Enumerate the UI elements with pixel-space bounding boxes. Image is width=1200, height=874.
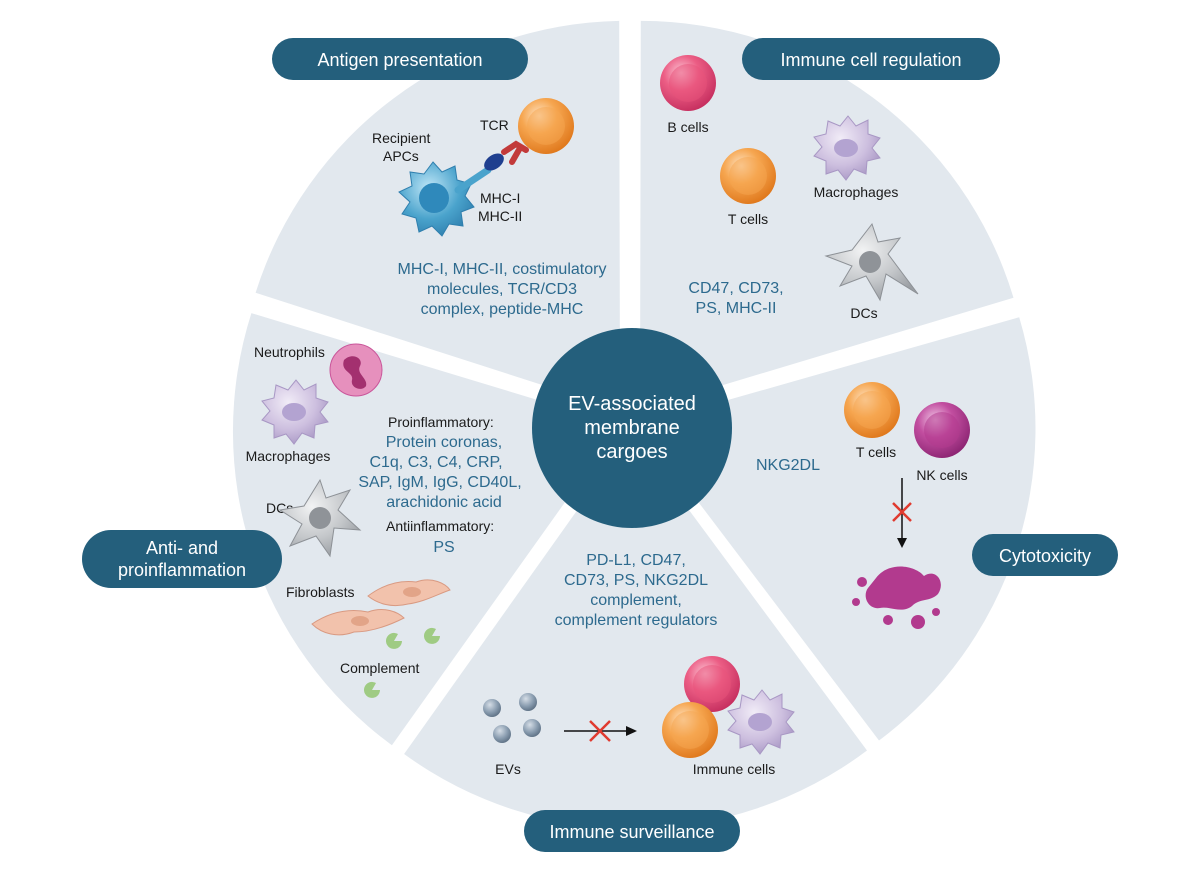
mhc1-label: MHC-I [480,190,520,206]
section-antigen-presentation: Recipient APCs TCR MHC-I MHC-II MHC-I, M… [372,98,606,318]
t-cell-icon [720,148,776,204]
b-cell-icon [660,55,716,111]
dcs-label: DCs [850,305,877,321]
section-immune-cell-regulation: B cells T cells Macrophages DCs CD47, CD… [660,55,919,321]
mhc2-label: MHC-II [478,208,522,224]
mhc-receptor-icon [454,153,504,194]
complement-label: Complement [340,660,419,676]
pill-immune-cell-regulation: Immune cell regulation [742,38,1000,80]
immune-cells-icon [662,656,795,758]
immune-cells-label: Immune cells [693,761,775,777]
inflammation-title-line2: proinflammation [118,560,246,580]
b-cells-label: B cells [667,119,708,135]
pill-cytotoxicity: Cytotoxicity [972,534,1118,576]
center-label-line3: cargoes [596,441,667,463]
tcr-label: TCR [480,117,509,133]
surveillance-cargo-line4: complement regulators [555,612,718,629]
pie-segments [232,20,1036,829]
macrophages-label: Macrophages [246,448,331,464]
antiinflammatory-header: Antiinflammatory: [386,518,494,534]
blocked-arrow-icon [564,720,637,742]
cytotoxicity-cargo: NKG2DL [756,457,820,474]
center-hub: EV-associated membrane cargoes [532,328,732,528]
macrophages-label: Macrophages [814,184,899,200]
nk-cells-label: NK cells [916,467,967,483]
regulation-cargo-line2: PS, MHC-II [696,300,777,317]
blocked-arrow-icon [892,478,912,548]
apc-cell-icon [398,161,475,237]
pill-immune-surveillance: Immune surveillance [524,810,740,852]
lysed-cell-icon [852,566,941,629]
antigen-cargo-line3: complex, peptide-MHC [421,301,584,318]
pro-cargo-line3: SAP, IgM, IgG, CD40L, [358,474,521,491]
regulation-cargo-line1: CD47, CD73, [688,280,783,297]
ev-particles-icon [483,693,541,743]
inflammation-title-line1: Anti- and [146,538,218,558]
fibroblast-icon [311,579,451,636]
neutrophil-icon [329,343,383,397]
pro-cargo-line4: arachidonic acid [386,494,502,511]
section-immune-surveillance: PD-L1, CD47, CD73, PS, NKG2DL complement… [483,552,795,777]
t-cells-label: T cells [728,211,768,227]
t-cell-icon [518,98,574,154]
t-cell-icon [844,382,900,438]
proinflammatory-header: Proinflammatory: [388,414,494,430]
pill-antigen-presentation: Antigen presentation [272,38,528,80]
recipient-apcs-label-line1: Recipient [372,130,430,146]
segment-inflammation [232,313,620,746]
nk-cell-icon [914,402,970,458]
antigen-cargo-line1: MHC-I, MHC-II, costimulatory [398,261,607,278]
regulation-title: Immune cell regulation [780,50,961,70]
pro-cargo-line1: Protein coronas, [386,434,503,451]
antigen-cargo-line2: molecules, TCR/CD3 [427,281,577,298]
pill-anti-proinflammation: Anti- and proinflammation [82,530,282,588]
pro-cargo-line2: C1q, C3, C4, CRP, [369,454,502,471]
dc-icon [278,478,362,558]
center-label-line2: membrane [584,417,680,439]
macrophage-icon [261,379,329,445]
cytotoxicity-t-cells-label: T cells [856,444,896,460]
surveillance-cargo-line2: CD73, PS, NKG2DL [564,572,708,589]
antigen-title: Antigen presentation [317,50,482,70]
dc-icon [824,222,919,302]
fibroblasts-label: Fibroblasts [286,584,354,600]
macrophage-icon [813,115,881,181]
complement-icon [364,627,440,698]
tcr-receptor-icon [501,140,529,165]
segment-immune-cell-regulation [640,20,1014,411]
center-label-line1: EV-associated [568,393,696,415]
anti-cargo: PS [433,539,454,556]
section-cytotoxicity: NKG2DL T cells NK cells [756,382,970,629]
neutrophils-label: Neutrophils [254,344,325,360]
surveillance-cargo-line1: PD-L1, CD47, [586,552,686,569]
surveillance-title: Immune surveillance [549,822,714,842]
surveillance-cargo-line3: complement, [590,592,682,609]
section-inflammation: Neutrophils Macrophages DCs Fibroblasts … [246,343,522,698]
recipient-apcs-label-line2: APCs [383,148,419,164]
cytotoxicity-title: Cytotoxicity [999,546,1091,566]
evs-label: EVs [495,761,521,777]
